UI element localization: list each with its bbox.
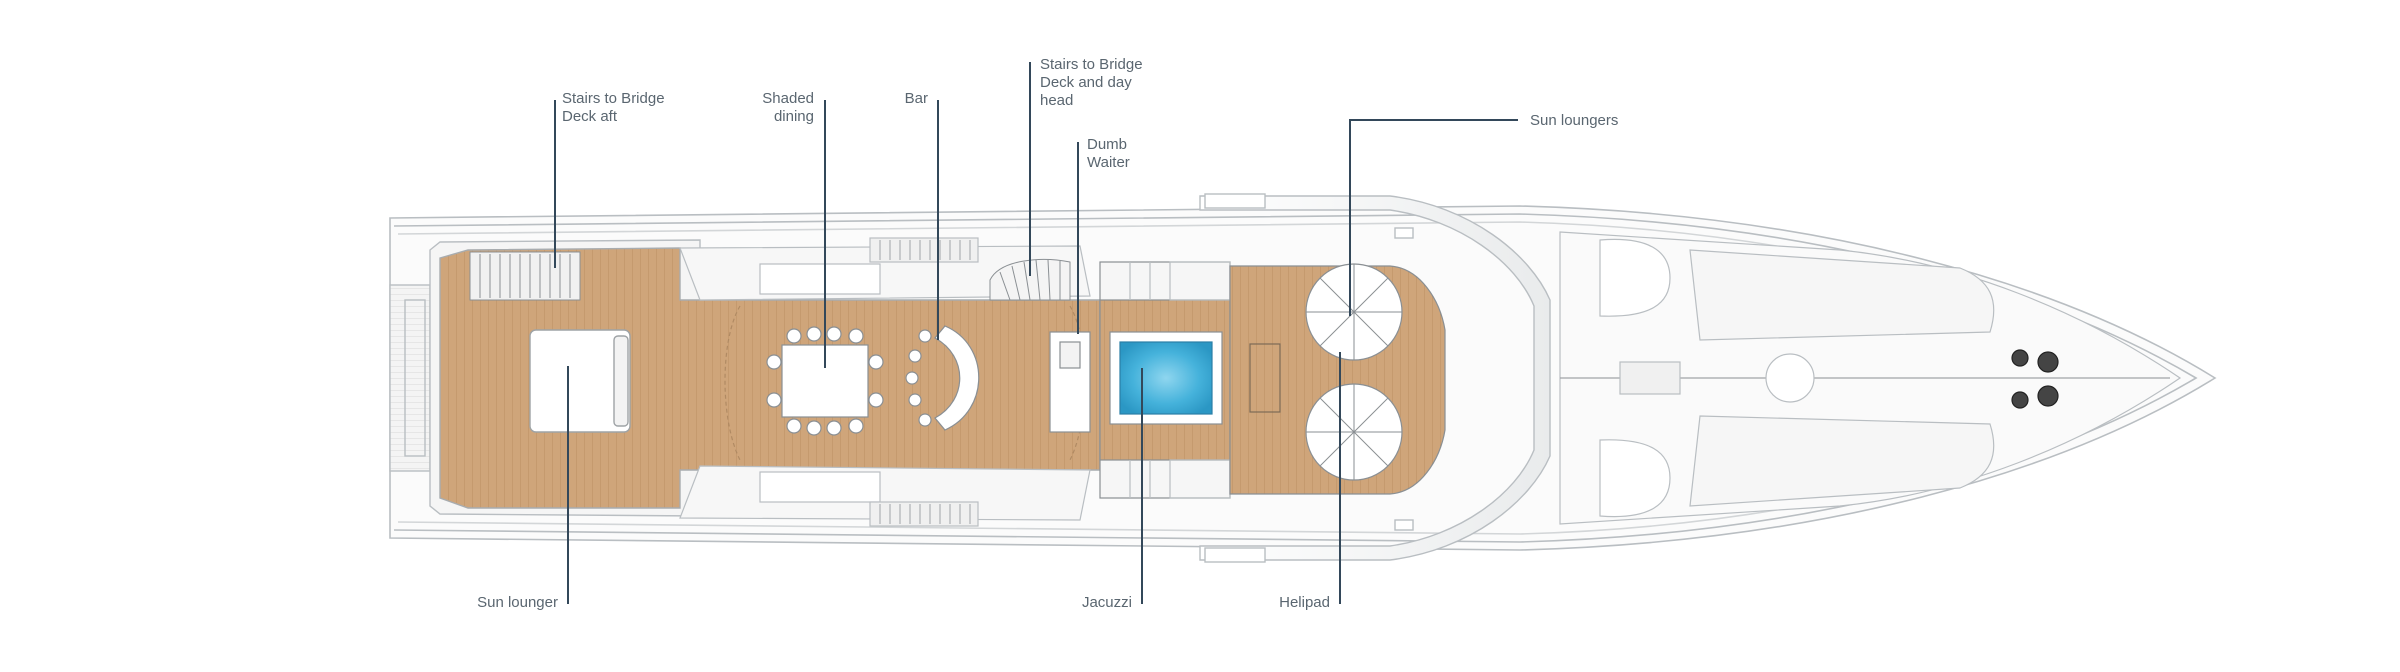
label-jacuzzi: Jacuzzi — [1081, 594, 1132, 611]
label-helipad: Helipad — [1279, 594, 1330, 611]
label-stairs-aft: Stairs to Bridge Deck aft — [562, 90, 665, 125]
bar-counter — [905, 325, 980, 431]
label-bar: Bar — [904, 90, 928, 107]
forward-superstructure — [1199, 193, 1551, 563]
foredeck — [1559, 231, 2182, 525]
leader-sun-loungers — [1349, 119, 1518, 316]
label-dumb-waiter: Dumb Waiter — [1087, 136, 1130, 171]
dumb-waiter — [1049, 331, 1091, 433]
jacuzzi-area — [1099, 261, 1231, 499]
side-decks — [679, 237, 1091, 527]
label-sun-lounger: Sun lounger — [477, 594, 558, 611]
label-sun-loungers: Sun loungers — [1530, 112, 1619, 129]
aft-stairs — [469, 251, 581, 301]
forward-stairs — [989, 258, 1071, 301]
label-stairs-day-head: Stairs to Bridge Deck and day head — [1040, 56, 1143, 109]
helipad — [1229, 263, 1446, 495]
label-shaded-dining: Shaded dining — [762, 90, 814, 125]
main-deck — [439, 247, 1101, 509]
